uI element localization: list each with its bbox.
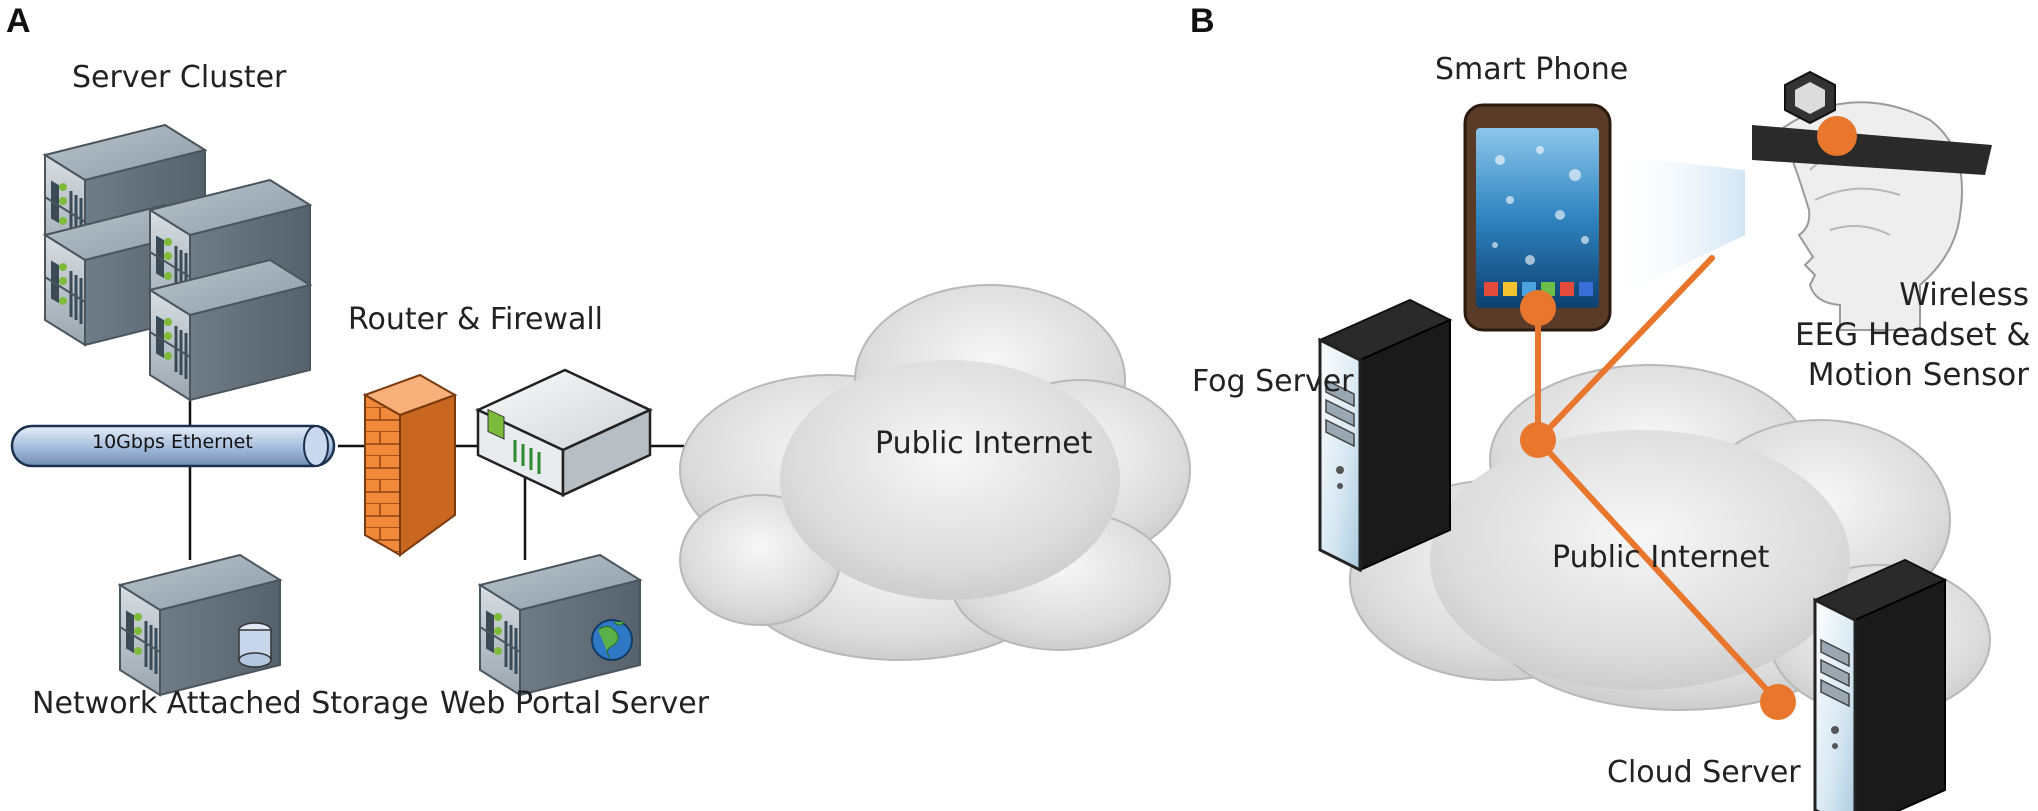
cloud-server-label: Cloud Server (1607, 755, 1801, 790)
web-portal-server-icon (478, 553, 642, 697)
server-cluster-label: Server Cluster (72, 60, 287, 95)
cloud-icon (679, 284, 1191, 661)
headset-node (1817, 116, 1857, 156)
cloud-b-icon (1349, 364, 1991, 716)
cloud-server-node (1760, 684, 1796, 720)
fog-server-label: Fog Server (1192, 364, 1354, 399)
fog-server-icon (1318, 298, 1452, 572)
smart-phone-icon (1463, 103, 1612, 332)
headset-label-line3: Motion Sensor (1807, 357, 2029, 393)
firewall-icon (362, 373, 458, 557)
nas-icon (118, 553, 282, 697)
public-internet-label-a: Public Internet (875, 426, 1093, 461)
nas-label: Network Attached Storage (32, 686, 429, 721)
panel-b (1318, 70, 1992, 811)
signal-beam (1610, 155, 1745, 300)
panel-b-letter: B (1190, 2, 1215, 40)
web-portal-label: Web Portal Server (440, 686, 710, 721)
headset-label-line2: EEG Headset & (1795, 317, 2031, 353)
router-icon (475, 368, 653, 497)
router-firewall-label: Router & Firewall (348, 302, 604, 337)
panel-b-nodes (1520, 116, 1857, 720)
server-cluster-icon (43, 123, 312, 402)
hub-node (1520, 422, 1556, 458)
public-internet-label-b: Public Internet (1552, 540, 1770, 575)
panel-a (10, 123, 1191, 697)
panel-a-letter: A (6, 2, 31, 40)
smart-phone-label: Smart Phone (1435, 52, 1629, 87)
phone-node (1520, 290, 1556, 326)
ethernet-label: 10Gbps Ethernet (92, 431, 253, 453)
headset-label: Wireless EEG Headset & Motion Sensor (1795, 275, 2035, 395)
ethernet-bus-icon (10, 424, 336, 468)
cloud-server-icon (1813, 558, 1947, 811)
headset-label-line1: Wireless (1899, 277, 2029, 313)
head-icon (1752, 70, 1992, 331)
